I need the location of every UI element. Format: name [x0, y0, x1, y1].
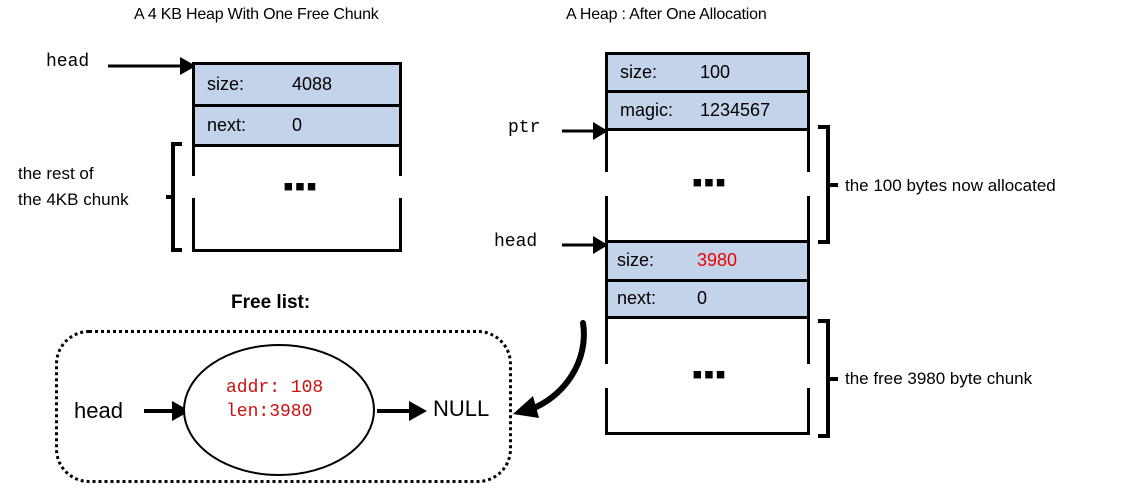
left-heap-row-next-label: next: — [207, 115, 247, 135]
free-list-null-arrow-icon — [377, 401, 427, 421]
left-heap-row-next: next: 0 — [195, 107, 399, 147]
left-bracket-caption-line2: the 4KB chunk — [18, 190, 129, 209]
right-diagram-title: A Heap : After One Allocation — [566, 6, 767, 23]
right-head-pointer-label: head — [494, 232, 538, 252]
right-ptr-pointer-label: ptr — [508, 118, 541, 138]
right-heap-free-row-size-value: 3980 — [697, 250, 738, 270]
free-list-title: Free list: — [231, 292, 311, 313]
free-list-null-label: NULL — [433, 396, 490, 421]
right-heap-alloc-row-magic-value: 1234567 — [700, 100, 771, 120]
left-bracket-caption-line1: the rest of — [18, 164, 94, 183]
right-heap-border-gap-upper-left — [603, 172, 608, 196]
left-diagram-title: A 4 KB Heap With One Free Chunk — [134, 6, 379, 23]
right-bracket-caption-free: the free 3980 byte chunk — [845, 369, 1033, 388]
left-heap-border-gap-left — [190, 176, 195, 198]
free-chunk-to-free-list-arrow-icon — [513, 320, 587, 418]
left-head-arrow-icon — [108, 57, 196, 75]
right-heap-ellipsis-free: ▪▪▪ — [692, 358, 727, 391]
right-heap-alloc-row-size-value: 100 — [700, 62, 731, 82]
free-list-container — [55, 330, 512, 483]
right-heap-free-row-size: size: 3980 — [608, 243, 807, 282]
left-heap-bracket-icon — [166, 142, 182, 252]
left-head-pointer-label: head — [46, 52, 90, 72]
left-heap-border-gap-right — [399, 176, 404, 198]
right-heap-free-row-next: next: 0 — [608, 282, 807, 319]
right-heap-border-gap-lower-right — [807, 364, 812, 388]
right-heap-alloc-row-size: size: 100 — [608, 55, 807, 93]
right-bracket-free-icon — [818, 319, 838, 438]
right-heap-alloc-row-size-label: size: — [620, 62, 658, 82]
right-ptr-arrow-icon — [562, 122, 608, 140]
free-list-head-label: head — [74, 398, 123, 423]
left-heap-row-size: size: 4088 — [195, 65, 399, 107]
free-list-node-len: len:3980 — [226, 402, 313, 422]
right-heap-free-row-next-label: next: — [617, 288, 657, 308]
right-heap-border-gap-upper-right — [807, 172, 812, 196]
free-list-node-addr: addr: 108 — [226, 378, 324, 398]
left-heap-box: size: 4088 next: 0 — [192, 62, 402, 252]
left-heap-row-size-value: 4088 — [292, 74, 333, 94]
right-heap-ellipsis-allocated: ▪▪▪ — [692, 166, 727, 199]
right-heap-alloc-row-magic-label: magic: — [620, 100, 674, 120]
free-list-head-arrow-icon — [144, 401, 190, 421]
right-heap-alloc-row-magic: magic: 1234567 — [608, 93, 807, 131]
left-heap-row-size-label: size: — [207, 74, 245, 94]
right-heap-border-gap-lower-left — [603, 364, 608, 388]
left-heap-row-next-value: 0 — [292, 115, 303, 135]
left-heap-ellipsis: ▪▪▪ — [283, 170, 318, 203]
free-list-node-ellipse — [183, 344, 375, 476]
right-heap-alloc-divider — [605, 240, 810, 243]
right-bracket-allocated-icon — [818, 125, 838, 244]
right-heap-free-row-size-label: size: — [617, 250, 655, 270]
right-head-arrow-icon — [562, 236, 608, 254]
right-bracket-caption-allocated: the 100 bytes now allocated — [845, 176, 1056, 195]
right-heap-free-row-next-value: 0 — [697, 288, 708, 308]
